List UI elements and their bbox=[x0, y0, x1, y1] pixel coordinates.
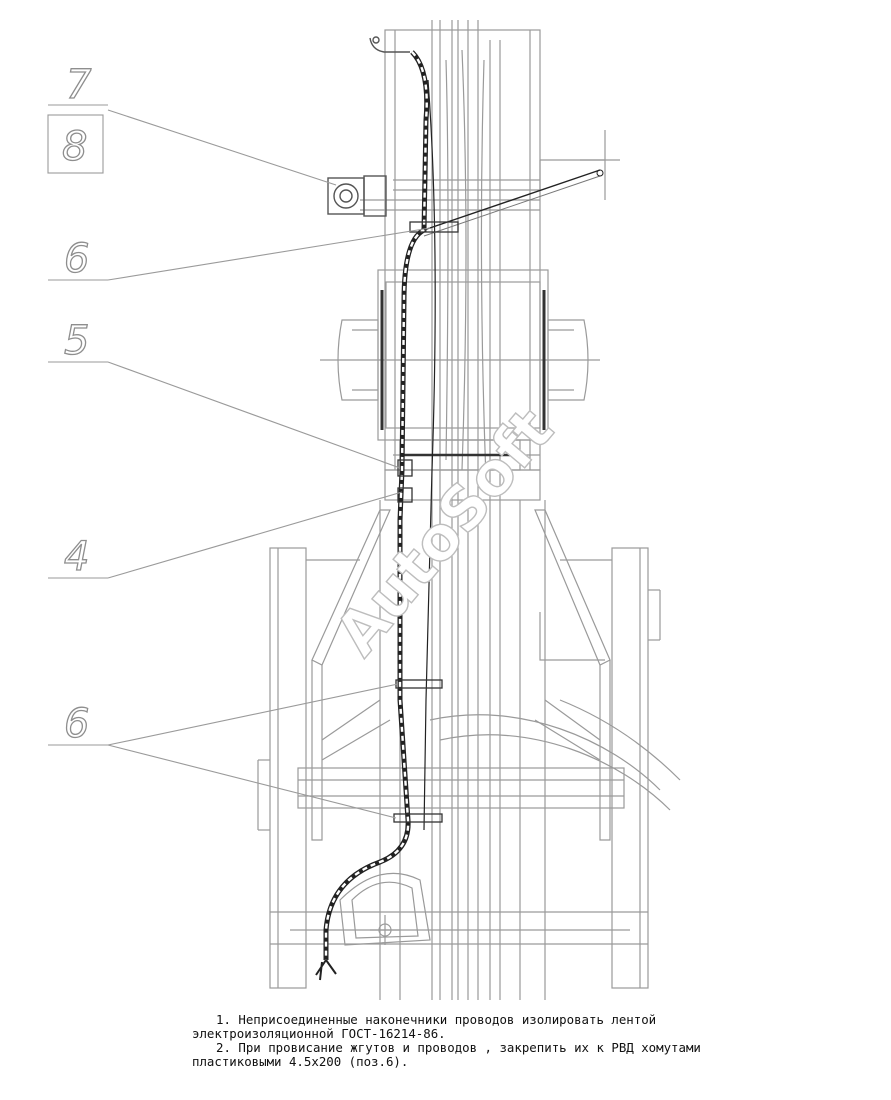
note-1-line-2: электроизоляционной ГОСТ-16214-86. bbox=[192, 1026, 446, 1041]
main-column bbox=[360, 20, 620, 1000]
position-label-8: 8 bbox=[62, 124, 87, 170]
position-label-4: 4 bbox=[64, 534, 89, 580]
support-struts bbox=[311, 509, 681, 841]
note-1-line-1: 1. Неприсоединенные наконечники проводов… bbox=[216, 1012, 657, 1027]
lower-frame bbox=[257, 547, 661, 989]
pivot-block bbox=[320, 269, 600, 471]
position-label-5: 5 bbox=[64, 318, 89, 364]
note-2-line-1: 2. При провисание жгутов и проводов , за… bbox=[216, 1040, 701, 1055]
wire-harness bbox=[315, 50, 604, 981]
watermark: AutoSoft bbox=[322, 395, 567, 668]
drawing-notes: 1. Неприсоединенные наконечники проводов… bbox=[192, 1013, 887, 1069]
top-fitting bbox=[327, 36, 410, 217]
leader-lines bbox=[47, 104, 431, 819]
position-label-7: 7 bbox=[66, 62, 92, 108]
position-label-6-bottom: 6 bbox=[64, 701, 89, 747]
position-label-6-top: 6 bbox=[64, 236, 89, 282]
note-2-line-2: пластиковыми 4.5х200 (поз.6). bbox=[192, 1054, 409, 1069]
